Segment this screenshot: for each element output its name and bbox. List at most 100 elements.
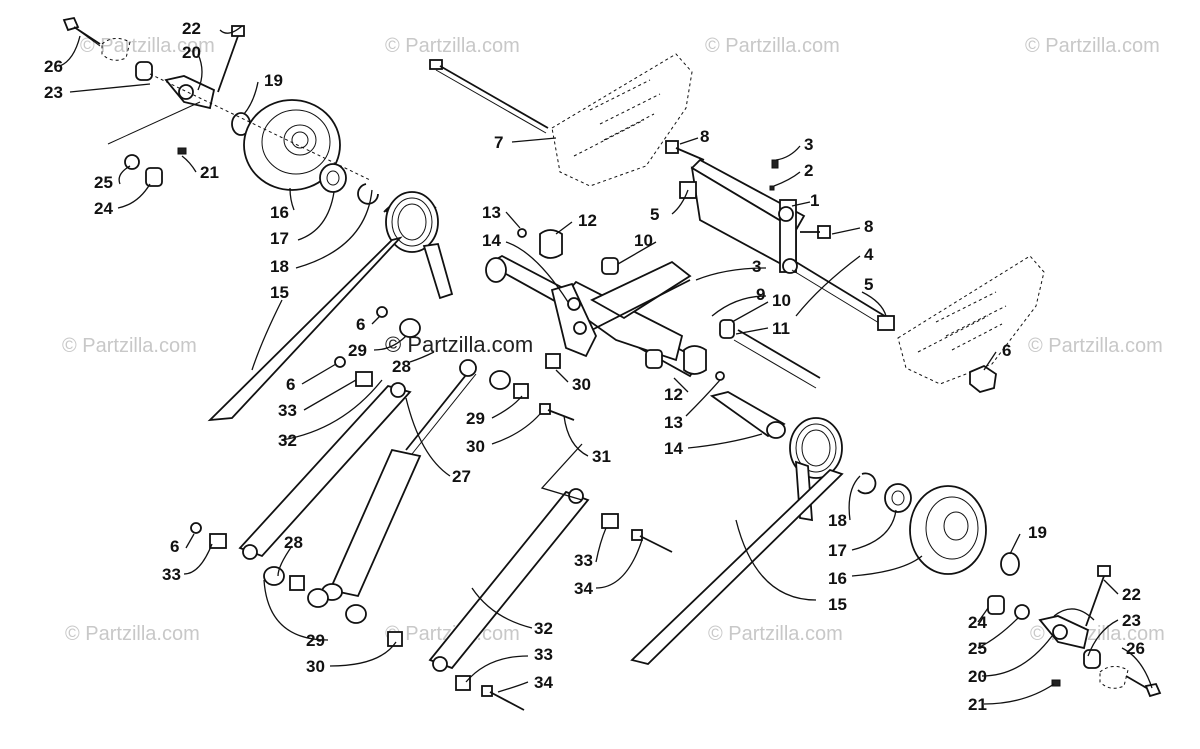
- bolt-26-icon: [62, 16, 101, 47]
- cap-23-icon: [1099, 666, 1129, 689]
- washer-29-icon: [307, 588, 329, 608]
- callout-label: 8: [864, 217, 873, 236]
- pin-3-icon: [771, 159, 779, 169]
- nut-6-icon: [376, 306, 388, 318]
- callout-label: 24: [94, 199, 113, 218]
- callout-label: 6: [356, 315, 365, 334]
- watermark: © Partzilla.com: [708, 623, 843, 645]
- rod-11-icon: [733, 329, 821, 389]
- bolt-34-icon: [481, 685, 493, 697]
- callout-label: 18: [828, 511, 847, 530]
- idler-wheel-16-icon: [243, 99, 341, 191]
- callout-label: 6: [1002, 341, 1011, 360]
- snap-ring-13-icon: [517, 228, 527, 238]
- callout-label: 11: [772, 319, 790, 338]
- callout-label: 21: [200, 163, 219, 182]
- torsion-spring-left-icon: [207, 191, 454, 422]
- snap-ring-13-icon: [715, 371, 725, 381]
- callout-label: 4: [864, 245, 874, 264]
- callout-label: 19: [264, 71, 283, 90]
- set-screw-21-icon: [1051, 679, 1061, 687]
- idler-wheel-16-icon: [909, 485, 987, 575]
- spacer-33-icon: [209, 533, 227, 549]
- callout-label: 8: [700, 127, 709, 146]
- callout-label: 26: [44, 57, 63, 76]
- callout-label: 13: [664, 413, 683, 432]
- callout-label: 18: [270, 257, 289, 276]
- nut-6-icon: [190, 522, 202, 534]
- callout-label: 30: [306, 657, 325, 676]
- spacer-30-icon: [289, 575, 305, 591]
- long-rod-7-icon: [429, 59, 549, 134]
- bolt-22-icon: [1085, 565, 1111, 627]
- callout-label: 30: [466, 437, 485, 456]
- rear-arm-bracket-icon: [690, 158, 806, 274]
- rail-lower-icon: [897, 255, 1045, 385]
- callout-label: 25: [94, 173, 113, 192]
- callout-label: 26: [1126, 639, 1145, 658]
- set-screw-21-icon: [177, 147, 187, 155]
- watermark: © Partzilla.com: [705, 35, 840, 57]
- callout-label: 22: [182, 19, 201, 38]
- callout-label: 29: [306, 631, 325, 650]
- watermark: © Partzilla.com: [1025, 35, 1160, 57]
- lower-right-wheel-assembly: [857, 472, 1162, 698]
- callout-label: 7: [494, 133, 503, 152]
- callout-label: 6: [286, 375, 295, 394]
- spacer-33-icon: [355, 371, 373, 387]
- callout-label: 32: [534, 619, 553, 638]
- axle-clamp-icon: [1038, 615, 1090, 650]
- spacer-30-icon: [513, 383, 529, 399]
- callout-label: 10: [634, 231, 653, 250]
- watermark: © Partzilla.com: [385, 35, 520, 57]
- spacer-30-icon: [387, 631, 403, 647]
- callout-label: 24: [968, 613, 987, 632]
- washer-25-icon: [124, 154, 140, 170]
- bolt-26-icon: [1125, 675, 1162, 698]
- watermarks: © Partzilla.com © Partzilla.com © Partzi…: [62, 35, 1165, 645]
- nut-6-icon: [334, 356, 346, 368]
- callout-label: 31: [592, 447, 611, 466]
- watermark: © Partzilla.com: [65, 623, 200, 645]
- nut-6-icon: [969, 364, 997, 393]
- leader-lines: [59, 25, 1153, 705]
- callout-label: 12: [578, 211, 597, 230]
- bearing-17-icon: [884, 483, 912, 513]
- callout-label: 28: [392, 357, 411, 376]
- bolt-8-upper-icon: [665, 140, 705, 161]
- washer-29-icon: [345, 604, 367, 624]
- axle-clamp-icon: [164, 75, 216, 110]
- bearing-17-icon: [319, 163, 347, 193]
- callout-label: 29: [348, 341, 367, 360]
- shock-absorber-27-icon: [321, 359, 477, 601]
- bushing-icon: [135, 61, 153, 81]
- callout-label: 32: [278, 431, 297, 450]
- callout-label: 17: [828, 541, 847, 560]
- callout-label: 25: [968, 639, 987, 658]
- callout-label: 3: [752, 257, 761, 276]
- shaft-4-icon: [791, 261, 895, 331]
- torsion-spring-right-icon: [630, 417, 844, 665]
- bushing-24-icon: [145, 167, 163, 187]
- watermark: © Partzilla.com: [1028, 335, 1163, 357]
- callout-label: 16: [828, 569, 847, 588]
- bolt-31-icon: [539, 403, 551, 415]
- callout-label: 12: [664, 385, 683, 404]
- callout-label: 21: [968, 695, 987, 714]
- callout-label: 17: [270, 229, 289, 248]
- snap-ring-18-icon: [357, 183, 379, 205]
- callout-label: 22: [1122, 585, 1141, 604]
- callout-label: 34: [574, 579, 593, 598]
- bushing-icon: [1083, 649, 1101, 669]
- bolt-34-icon: [631, 529, 643, 541]
- link-arm-32-left-icon: [238, 382, 412, 560]
- bushing-10-icon: [601, 257, 619, 275]
- callout-label: 23: [44, 83, 63, 102]
- rail-upper-icon: [551, 53, 693, 187]
- callout-label: 29: [466, 409, 485, 428]
- callout-label: 19: [1028, 523, 1047, 542]
- bushing-24-icon: [987, 595, 1005, 615]
- callout-label: 5: [864, 275, 873, 294]
- washer-29-icon: [489, 370, 511, 390]
